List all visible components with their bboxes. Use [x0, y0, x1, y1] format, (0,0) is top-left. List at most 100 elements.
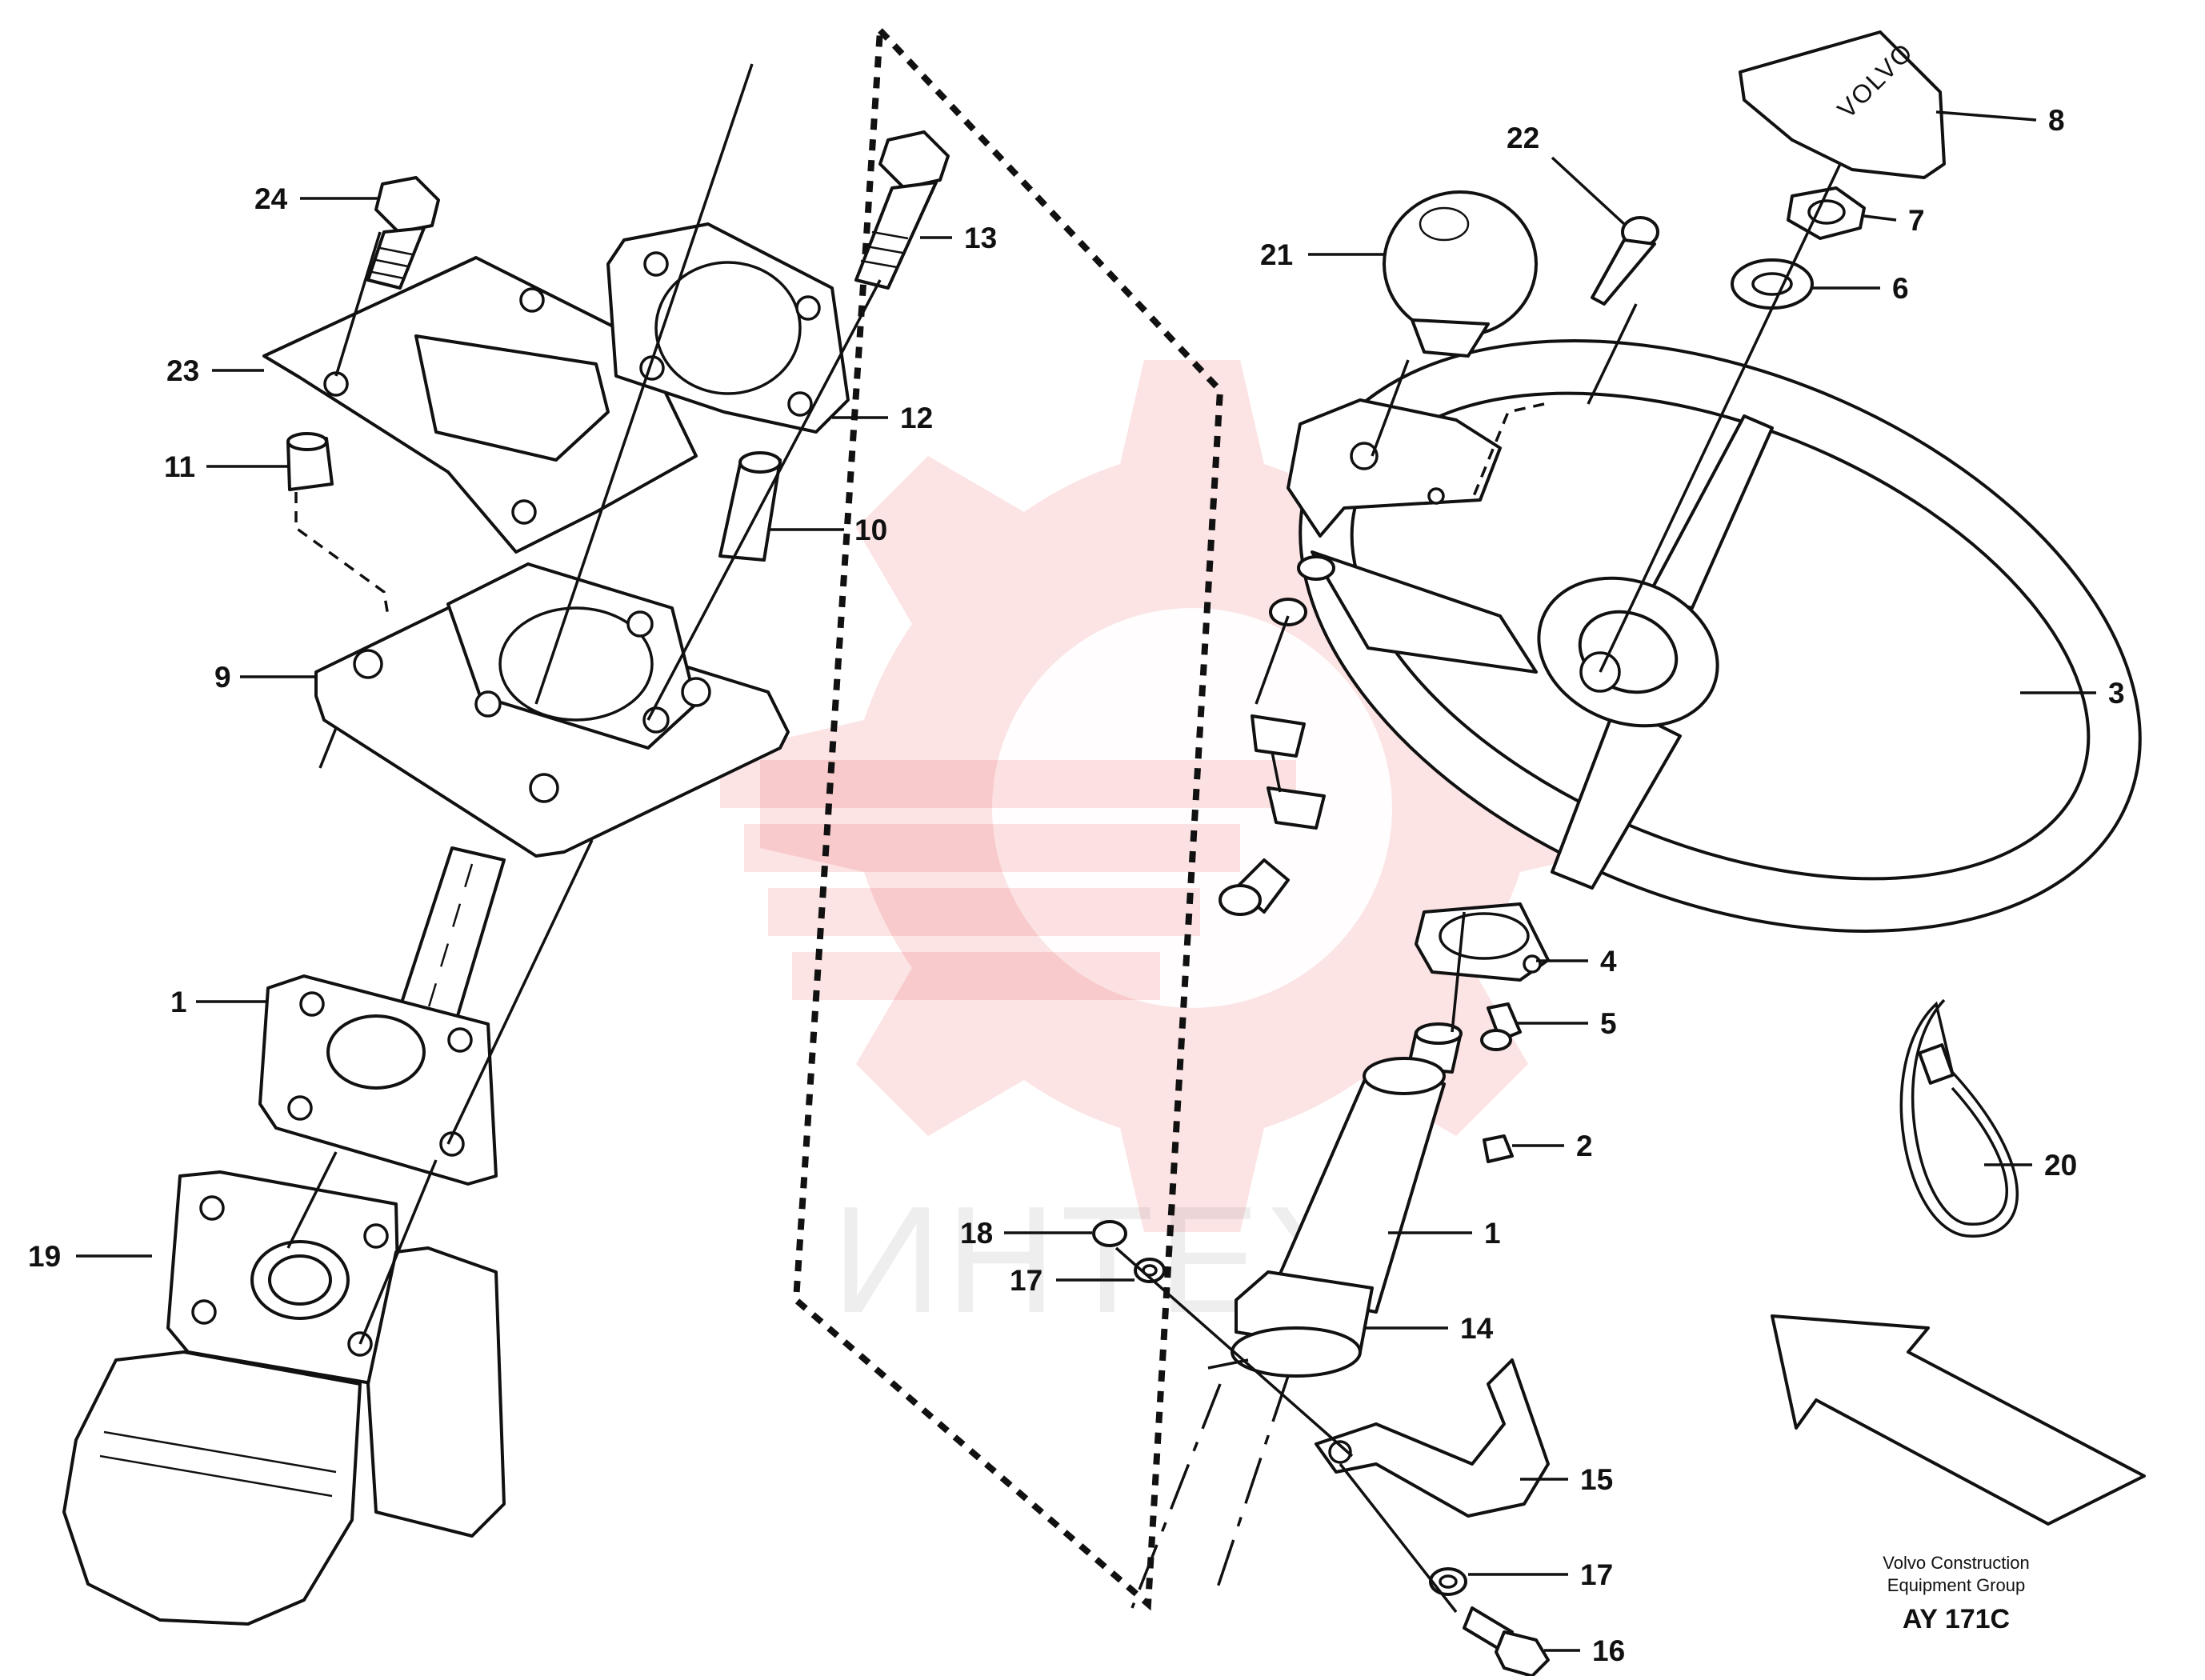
clamp-15 — [1315, 1358, 1550, 1518]
screw-small — [1219, 858, 1290, 916]
caption-company-line1: Volvo Construction — [1883, 1553, 2029, 1573]
bracket-hole — [323, 371, 349, 397]
bracket-hole — [519, 287, 545, 313]
housing-hole — [353, 649, 383, 679]
caption-block: Volvo Construction Equipment Group AY 17… — [1883, 1553, 2029, 1634]
steering-valve-unit-19 — [62, 1170, 506, 1626]
key-2 — [1483, 1134, 1514, 1163]
label-2: 2 — [1576, 1130, 1593, 1162]
bracket-cutout — [414, 334, 610, 462]
assembly-line — [318, 727, 338, 769]
flange-hole — [795, 295, 821, 321]
label-17-lower: 17 — [1580, 1558, 1613, 1591]
label-4: 4 — [1600, 945, 1617, 978]
label-7: 7 — [1908, 204, 1925, 237]
spinner-knob-21 — [1383, 190, 1538, 358]
flange-hole — [787, 391, 813, 417]
housing-hole — [626, 610, 654, 638]
assembly-line — [1255, 615, 1290, 705]
washer-17-lower — [1429, 1567, 1467, 1596]
bolt-13 — [854, 130, 950, 290]
housing-hole — [681, 677, 711, 707]
label-8: 8 — [2048, 104, 2065, 137]
nut-18 — [1092, 1220, 1127, 1247]
screw-22 — [1591, 216, 1659, 306]
label-14: 14 — [1460, 1312, 1494, 1345]
label-24: 24 — [254, 182, 288, 215]
label-6: 6 — [1892, 272, 1909, 305]
cable-tie-20 — [1899, 998, 2019, 1238]
assembly-line — [1451, 911, 1466, 1033]
tube-hidden-line — [418, 863, 474, 1037]
clip-bracket — [1251, 714, 1326, 830]
plate-hole — [1350, 442, 1379, 470]
screw-5 — [1480, 1002, 1522, 1051]
knob-bracket-plate — [1287, 398, 1502, 538]
assembly-line — [286, 1151, 338, 1249]
label-15: 15 — [1580, 1463, 1613, 1496]
washer-small — [1269, 555, 1335, 626]
assembly-line — [446, 839, 594, 1145]
label-16: 16 — [1592, 1634, 1625, 1667]
assembly-line — [1599, 163, 1842, 673]
assembly-line — [1115, 1246, 1354, 1458]
flange-boss — [326, 1014, 426, 1090]
assembly-line — [1371, 359, 1410, 457]
bolt-16 — [1463, 1606, 1550, 1678]
housing-hole — [642, 706, 670, 734]
label-1-right: 1 — [1484, 1217, 1501, 1250]
label-22: 22 — [1507, 122, 1539, 154]
steering-wheel-3 — [1299, 339, 2142, 933]
clamp-hole — [1328, 1440, 1352, 1464]
label-23: 23 — [166, 354, 199, 387]
flange-center-hole — [654, 261, 802, 395]
label-10: 10 — [854, 514, 887, 546]
plate-hole — [1427, 487, 1445, 505]
label-13: 13 — [964, 222, 997, 254]
label-20: 20 — [2044, 1149, 2077, 1182]
label-1-left: 1 — [170, 986, 187, 1018]
assembly-line — [334, 231, 382, 377]
label-5: 5 — [1600, 1007, 1617, 1040]
housing-hole — [529, 773, 559, 803]
nut-7 — [1787, 186, 1866, 240]
right-assembly: VOLVO — [1092, 30, 2146, 1678]
spacer-11 — [286, 432, 334, 491]
caption-drawing-code: AY 171C — [1903, 1604, 2010, 1634]
assembly-line — [646, 279, 882, 721]
flange-hole — [643, 251, 669, 277]
bracket-hole — [511, 499, 537, 525]
assembly-line — [1339, 1462, 1458, 1614]
flange-hole — [299, 991, 325, 1017]
label-18: 18 — [960, 1217, 993, 1250]
label-12: 12 — [900, 402, 933, 434]
label-9: 9 — [214, 661, 231, 694]
assembly-line — [534, 63, 754, 705]
flange-hole — [287, 1095, 313, 1121]
bolt-24 — [366, 176, 440, 290]
housing-bore — [498, 606, 654, 722]
callout-labels: 24 13 23 12 11 10 9 1 19 22 21 8 7 6 3 4… — [28, 104, 2125, 1667]
assembly-dashed-line — [294, 492, 390, 617]
lock-washer-6 — [1731, 258, 1814, 310]
steering-column-1-right — [1131, 1022, 1463, 1609]
label-21: 21 — [1260, 238, 1293, 271]
left-assembly — [62, 63, 950, 1626]
callout-leaders — [76, 110, 2096, 1652]
housing-hole — [474, 690, 502, 718]
caption-company-line2: Equipment Group — [1887, 1575, 2025, 1595]
label-19: 19 — [28, 1240, 61, 1273]
hub-4 — [1415, 902, 1550, 982]
label-17-upper: 17 — [1010, 1264, 1042, 1297]
direction-arrow — [1771, 1314, 2146, 1526]
assembly-line — [1587, 303, 1638, 405]
assembly-line — [1471, 402, 1545, 501]
flange-hole — [447, 1027, 473, 1053]
label-3: 3 — [2108, 677, 2125, 710]
column-dashed-outline — [792, 22, 1224, 1611]
assembly-line — [358, 1159, 438, 1345]
horn-cap-8: VOLVO — [1739, 30, 1946, 179]
label-11: 11 — [164, 450, 195, 483]
